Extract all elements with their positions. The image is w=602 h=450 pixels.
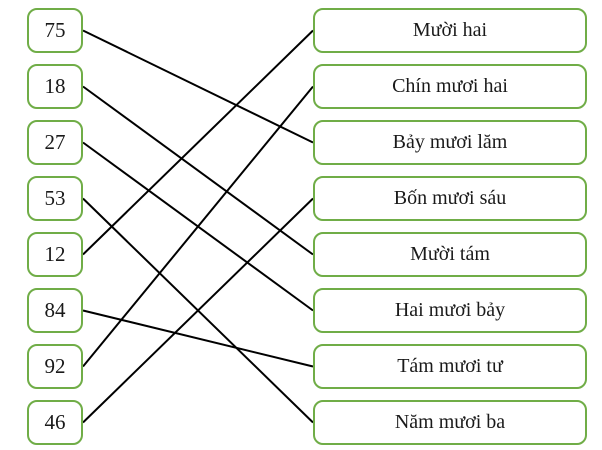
number-label: 46 [44, 410, 66, 434]
number-label: 18 [44, 74, 66, 98]
connection-line [82, 29, 314, 256]
connection-line [82, 141, 314, 312]
connection-line [82, 85, 314, 368]
word-box[interactable]: Năm mươi ba [313, 400, 587, 445]
word-label: Tám mươi tư [397, 355, 503, 377]
connection-line [82, 85, 314, 256]
connection-line [82, 309, 314, 368]
connection-line [82, 29, 314, 144]
number-box[interactable]: 53 [27, 176, 83, 221]
word-label: Chín mươi hai [392, 75, 508, 97]
word-box[interactable]: Tám mươi tư [313, 344, 587, 389]
word-box[interactable]: Hai mươi bảy [313, 288, 587, 333]
number-box[interactable]: 84 [27, 288, 83, 333]
number-box[interactable]: 92 [27, 344, 83, 389]
word-label: Hai mươi bảy [394, 299, 506, 321]
number-label: 92 [44, 354, 66, 378]
number-label: 84 [44, 298, 66, 322]
words-column: Mười hai Chín mươi hai Bảy mươi lăm Bốn … [313, 8, 587, 445]
number-box[interactable]: 75 [27, 8, 83, 53]
number-label: 12 [44, 242, 66, 266]
connection-line [82, 197, 314, 424]
number-box[interactable]: 18 [27, 64, 83, 109]
word-box[interactable]: Bốn mươi sáu [313, 176, 587, 221]
word-label: Mười hai [412, 19, 488, 41]
word-label: Mười tám [410, 243, 490, 265]
number-box[interactable]: 46 [27, 400, 83, 445]
number-box[interactable]: 27 [27, 120, 83, 165]
connection-line [82, 197, 314, 424]
number-label: 27 [44, 130, 66, 154]
number-box[interactable]: 12 [27, 232, 83, 277]
word-box[interactable]: Bảy mươi lăm [313, 120, 587, 165]
word-box[interactable]: Mười hai [313, 8, 587, 53]
number-label: 75 [44, 18, 66, 42]
word-box[interactable]: Mười tám [313, 232, 587, 277]
word-box[interactable]: Chín mươi hai [313, 64, 587, 109]
number-label: 53 [44, 186, 66, 210]
word-label: Bảy mươi lăm [392, 131, 508, 153]
word-label: Năm mươi ba [394, 411, 506, 433]
numbers-column: 75 18 27 53 12 84 92 46 [27, 8, 83, 445]
word-label: Bốn mươi sáu [393, 187, 507, 209]
